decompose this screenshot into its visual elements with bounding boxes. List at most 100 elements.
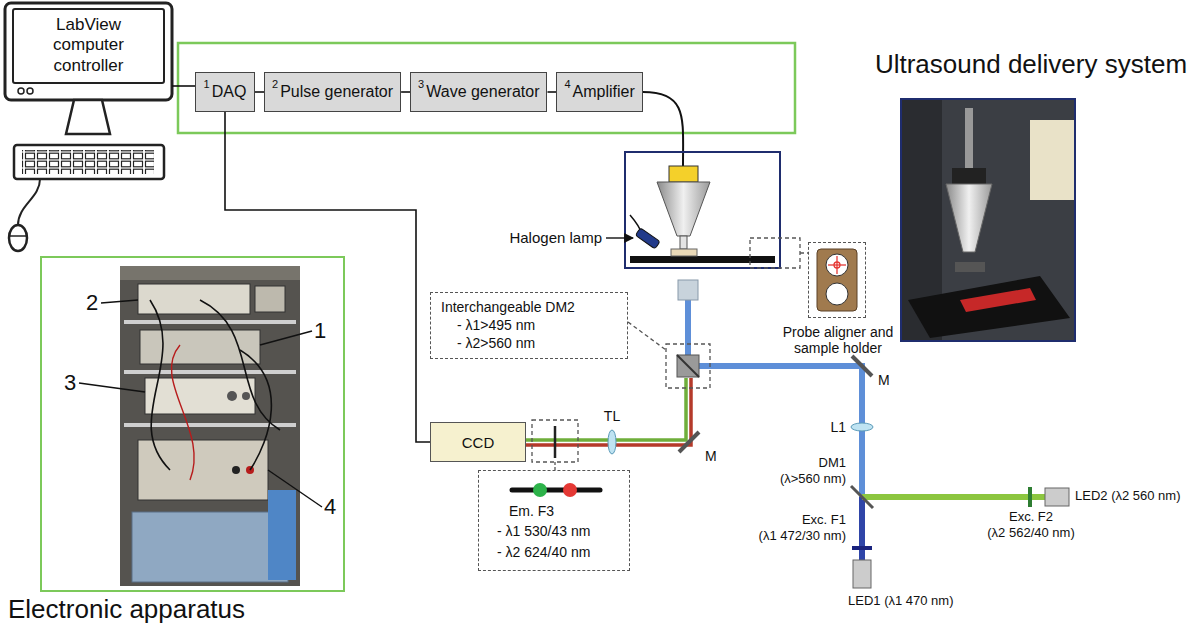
probe-aligner [800,252,808,253]
panel-frame [900,98,1076,342]
box-label: CCD [462,434,495,451]
callout-number: 1 [204,78,210,90]
instrument-box: 3Wave generator [410,72,547,112]
computer-monitor [27,88,33,94]
group-frame [178,43,795,133]
connector-line [225,112,430,442]
optics-label: LED1 (λ1 470 nm) [848,594,954,609]
transducer-setup [635,228,660,249]
transducer-setup [680,236,687,249]
light-beam [862,494,1045,500]
spec-label: (λ1 472/30 nm) [759,529,846,544]
optics [512,280,1069,588]
light-beam [526,378,686,440]
panel-caption: Probe aligner and sample holder [778,324,898,356]
electronics-photo [255,286,285,312]
spec-label: (λ2 562/40 nm) [987,526,1074,541]
computer-monitor [66,100,110,134]
optics [1028,487,1032,507]
instrument-box: 2Pulse generator [264,72,401,112]
cable [643,92,683,166]
leader-line [79,383,145,392]
optics [666,344,710,388]
optics [852,546,872,550]
connector-line [547,91,556,93]
probe-aligner-panel: Probe aligner and sample holder [778,239,898,361]
part-label: Halogen lamp [509,229,602,246]
callout-number: 2 [272,78,278,90]
keyboard [14,145,164,179]
transducer-setup [606,152,780,268]
ultrasound-photo [955,262,985,272]
ultrasound-photo [952,168,986,184]
spec-label: (λ>560 nm) [780,472,846,487]
optics-label: M [878,372,890,388]
electronics-photo [120,266,300,586]
keyboard [14,145,164,179]
optics [678,280,698,300]
optics [677,355,699,377]
electronics-photo [132,512,288,582]
optics-label: M [705,448,717,464]
callout-number: 3 [64,370,76,395]
mouse [9,179,40,251]
electronics-photo [268,490,296,580]
spec-line: - λ2>560 nm [441,334,617,352]
electronics-photo [150,300,170,470]
leader-line [268,470,322,507]
optics [532,420,578,462]
electronics-photo [171,345,194,480]
box-label: DAQ [212,83,247,101]
ultrasound-photo [908,276,1070,338]
computer-monitor [5,3,172,134]
callout-title: Em. F3 [497,501,617,521]
optics [677,355,699,377]
optics [851,486,873,508]
electronics-photo [145,378,255,414]
callout-number: 2 [86,290,98,315]
computer-monitor [5,3,172,100]
box-label: Pulse generator [280,83,393,101]
optics-label: TL [604,408,620,424]
leader-line [79,300,322,507]
optics [554,462,555,470]
optics [852,356,872,376]
transducer-setup [669,166,698,182]
instrument-box: 1DAQ [195,72,255,112]
callout-number: 1 [314,318,326,343]
light-beam [526,300,1045,560]
electronics-photo [242,392,250,400]
box-label: Wave generator [426,83,539,101]
probe-aligner [817,249,857,311]
light-beam [859,497,865,560]
transducer-setup [606,237,633,238]
callout-box: Interchangeable DM2- λ1>495 nm- λ2>560 n… [430,292,628,359]
optics [628,322,666,350]
mouse [9,235,27,237]
panel-frame [40,256,345,592]
probe-aligner [834,262,840,268]
optics [679,432,699,452]
probe-aligner [826,254,848,276]
optics [853,560,871,588]
optics-label: L1 [830,419,846,435]
electronics-photo [240,350,271,470]
electronics-photo [232,466,240,474]
panel-title: Ultrasound delivery system [866,50,1196,79]
optics [608,430,616,454]
callout-number: 4 [564,78,570,90]
optics [533,483,547,497]
ultrasound-photo [960,288,1036,312]
electronics-photo [124,320,296,324]
leader-line [260,331,312,345]
optics-label: Exc. F1 [802,513,846,528]
ultrasound-photo [902,100,1074,340]
optics [512,488,600,493]
callout-title: Interchangeable DM2 [441,298,617,316]
callout-number: 4 [324,494,336,519]
keyboard [22,150,154,174]
callout-box: Em. F3- λ1 530/43 nm- λ2 624/40 nm [478,470,630,571]
optics [554,426,557,458]
box-label: Amplifier [573,83,635,101]
